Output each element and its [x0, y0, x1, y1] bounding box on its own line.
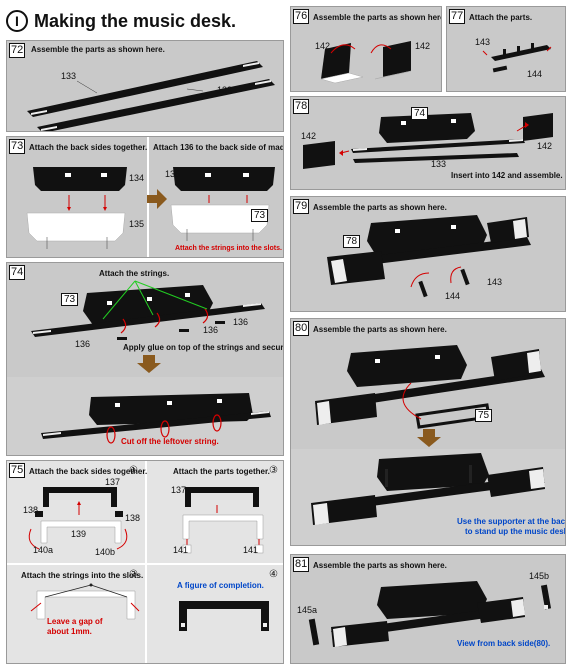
step-caption-left: Attach the back sides together.: [29, 143, 148, 152]
step-number: 76: [293, 9, 310, 24]
step-number: 74: [9, 265, 26, 280]
step-number: 77: [449, 9, 466, 24]
desk-assembly-illustration: [327, 215, 531, 298]
part-label-134: 134: [129, 173, 145, 183]
part-label-142-a: 142: [301, 131, 317, 141]
part-label-142-b: 142: [415, 41, 431, 51]
step-caption: Assemble the parts as shown here.: [31, 45, 165, 54]
small-parts-illustration: [482, 43, 552, 73]
part-label-144: 144: [445, 291, 461, 301]
q4-caption: A figure of completion.: [177, 581, 264, 590]
supporter-illustration: [291, 345, 565, 545]
step-74-panel: 74 Attach the strings. 73 136 136 136 Ap…: [6, 262, 284, 456]
part-label-142-b: 142: [537, 141, 553, 151]
supporter-note-line-1: Use the supporter at the back: [457, 517, 566, 526]
step-number: 72: [9, 43, 26, 58]
q2-mark: ②: [129, 569, 138, 580]
part-label-141-b: 141: [243, 545, 259, 555]
step-78-panel: 78 74 142 142 133 Insert into 142 and as…: [290, 96, 566, 190]
part-label-136-c: 136: [233, 317, 249, 327]
part-label-135: 135: [129, 219, 145, 229]
q3-caption: Attach the parts together.: [173, 467, 270, 476]
step-number: 80: [293, 321, 310, 336]
part-label-141-a: 141: [173, 545, 189, 555]
part-label-136: 136: [165, 169, 181, 179]
step-73-panel: 73 Attach the back sides together. Attac…: [6, 136, 284, 258]
part-label-136-b: 136: [203, 325, 219, 335]
part-label-138-a: 138: [23, 505, 39, 515]
part-label-133: 133: [431, 159, 447, 169]
part-label-145b: 145b: [529, 571, 550, 581]
step-80-panel: 80 Assemble the parts as shown here. 75 …: [290, 318, 566, 546]
strings-illustration: [7, 280, 283, 455]
part-label-140b: 140b: [95, 547, 116, 557]
reference-78: 78: [343, 235, 361, 248]
step-caption: Attach the strings.: [99, 269, 170, 278]
q3-mark: ③: [269, 465, 278, 476]
frame-illustration: [28, 487, 269, 631]
q1-mark: ①: [129, 465, 138, 476]
step-76-panel: 76 Assemble the parts as shown here. 142…: [290, 6, 442, 92]
reference-73: 73: [61, 293, 79, 306]
q1-caption: Attach the back sides together.: [29, 467, 148, 476]
part-label-133: 133: [61, 71, 77, 81]
supporter-note-line-2: to stand up the music desk.: [465, 527, 566, 536]
rails-illustration: [27, 61, 275, 131]
reference-73: 73: [251, 209, 269, 222]
gap-note: Leave a gap of about 1mm.: [47, 617, 103, 636]
step-caption: Assemble the parts as shown here.: [313, 561, 447, 570]
step-caption: Assemble the parts as shown here.: [313, 203, 447, 212]
part-label-142-a: 142: [315, 41, 331, 51]
step-number: 75: [9, 463, 26, 478]
step-number: 78: [293, 99, 310, 114]
cut-note: Cut off the leftover string.: [121, 437, 219, 446]
desk-frame-illustration: [303, 113, 553, 169]
section-number: I: [6, 10, 28, 32]
section-header: I Making the music desk.: [6, 6, 284, 36]
part-label-140a: 140a: [33, 545, 54, 555]
q2-caption: Attach the strings into the slots.: [21, 571, 144, 580]
part-label-137: 137: [105, 477, 121, 487]
back-view-illustration: [308, 581, 552, 647]
part-label-139: 139: [71, 529, 87, 539]
strings-note: Attach the strings into the slots.: [175, 245, 282, 252]
back-view-note: View from back side(80).: [457, 639, 551, 648]
divider: [7, 563, 283, 565]
corner-parts-illustration: [320, 41, 412, 84]
insert-note: Insert into 142 and assemble.: [451, 171, 563, 180]
part-label-138-b: 138: [125, 513, 141, 523]
step-caption: Assemble the parts as shown here.: [313, 13, 442, 22]
part-label-143: 143: [475, 37, 491, 47]
step-number: 79: [293, 199, 310, 214]
section-title: Making the music desk.: [34, 10, 237, 31]
step-77-panel: 77 Attach the parts. 143 144: [446, 6, 566, 92]
step-caption: Attach the parts.: [469, 13, 533, 22]
step-caption-right: Attach 136 to the back side of made in 7…: [153, 143, 283, 152]
divider: [145, 461, 147, 663]
step-75-panel: 75 Attach the back sides together. ① Att…: [6, 460, 284, 664]
step-81-panel: 81 Assemble the parts as shown here. 145…: [290, 554, 566, 664]
reference-75: 75: [475, 409, 493, 422]
part-label-137: 137: [171, 485, 187, 495]
glue-note: Apply glue on top of the strings and sec…: [123, 343, 284, 352]
step-72-panel: 72 Assemble the parts as shown here. 133…: [6, 40, 284, 132]
part-label-136-a: 136: [75, 339, 91, 349]
step-number: 81: [293, 557, 310, 572]
back-sides-illustration: [26, 167, 275, 249]
part-label-143: 143: [487, 277, 503, 287]
part-label-145a: 145a: [297, 605, 318, 615]
step-79-panel: 79 Assemble the parts as shown here. 78 …: [290, 196, 566, 312]
q4-mark: ④: [269, 569, 278, 580]
part-label-144: 144: [527, 69, 543, 79]
step-number: 73: [9, 139, 26, 154]
part-label-132: 132: [217, 85, 233, 95]
reference-74: 74: [411, 107, 429, 120]
step-caption: Assemble the parts as shown here.: [313, 325, 447, 334]
